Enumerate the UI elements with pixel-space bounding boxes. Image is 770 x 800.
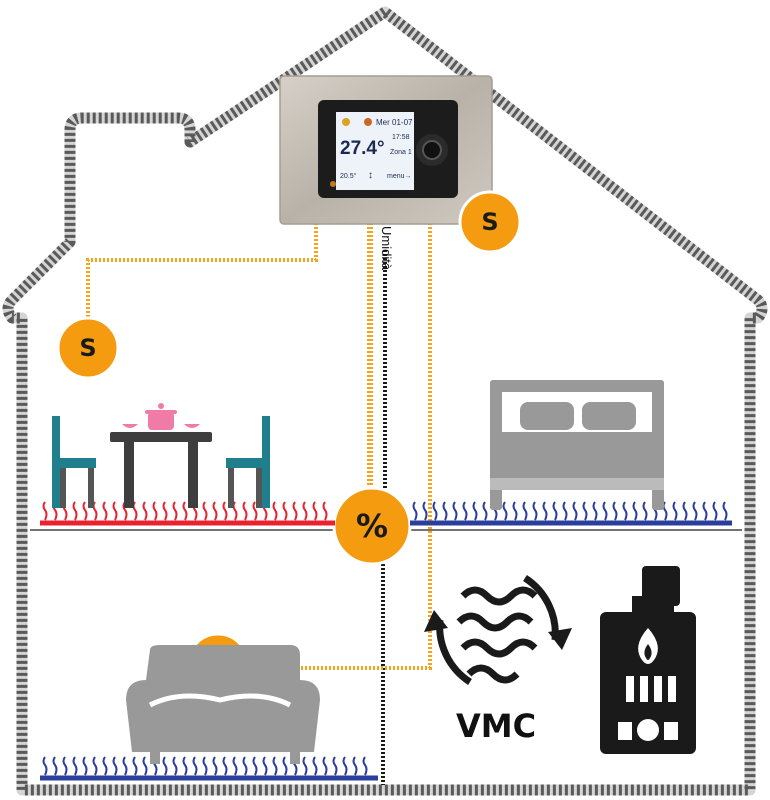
sensor-label: S [481,208,498,236]
sensor-badge-icon: S [56,316,120,380]
floor-heating-icon [40,501,732,781]
lcd-zone: Zona 1 [390,149,412,156]
humidity-badge-icon: % [332,486,412,566]
lcd-time: 17:58 [392,134,410,141]
lcd-arrows-icon: ↕ [368,170,373,181]
vmc-icon [424,575,572,685]
lcd-temperature: 27.4° [340,138,385,159]
humidity-sensor-label: % [356,507,388,545]
lcd-setpoint: 20.5° [340,172,357,180]
sofa-icon [126,645,320,764]
brand-logo-icon [330,181,336,187]
sensor-label: S [79,334,96,362]
lcd-menu: menu→ [387,173,412,180]
dining-table-icon [52,403,270,508]
boiler-icon [600,566,696,754]
sensor-badge-icon: S [458,190,522,254]
vmc-label: VMC [456,707,536,745]
sensor-wires [86,215,432,670]
thermostat-panel-icon: Mer 01-07 27.4° 17:58 Zona 1 20.5° ↕ men… [279,75,493,225]
house-outline [2,6,768,796]
humidity-wire-label: Umidità [379,226,394,271]
lcd-date: Mer 01-07 [376,118,413,127]
bed-icon [490,380,664,510]
